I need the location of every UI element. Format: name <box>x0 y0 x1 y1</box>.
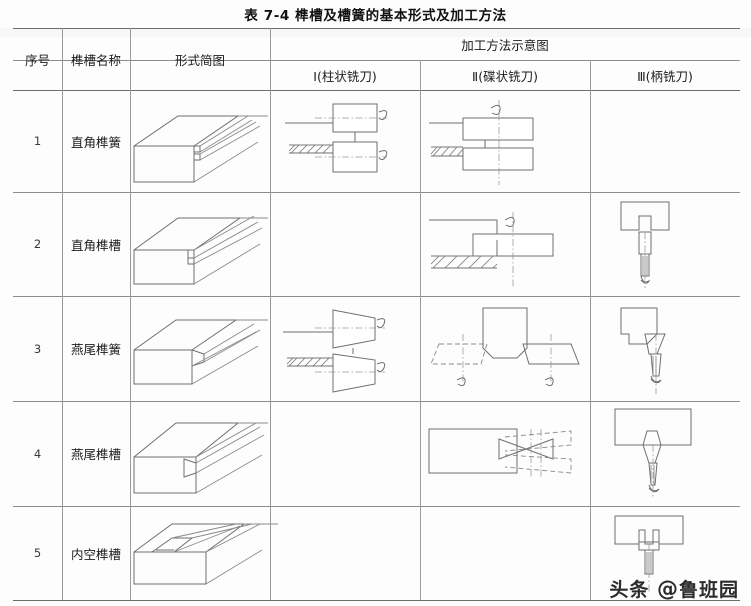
header-index: 序号 <box>24 52 50 68</box>
table-bottom-border <box>13 600 740 602</box>
col-rule-name <box>130 28 131 600</box>
header-method-2: Ⅱ(碟状铣刀) <box>472 68 538 84</box>
col-rule-method2 <box>590 60 591 600</box>
row-name-2: 直角榫槽 <box>70 237 121 253</box>
watermark: 头条 @鲁班园 <box>609 575 739 602</box>
shape-diagram-square-tongue <box>132 90 270 192</box>
row-rule-4 <box>13 506 740 507</box>
method-cell-empty-row1 <box>595 90 740 192</box>
method-diagram-end-mill-straight <box>595 192 740 296</box>
shape-diagram-dovetail-groove <box>132 401 270 506</box>
table-title: 表 7-4 榫槽及槽簧的基本形式及加工方法 <box>244 8 507 24</box>
method-cell-empty-row5-col2 <box>425 506 590 600</box>
method-diagram-disc-cutter-pair <box>425 90 590 192</box>
row-name-1: 直角榫簧 <box>70 134 121 150</box>
watermark-at-symbol: @ <box>656 577 679 601</box>
method-cell-empty-row4 <box>275 401 420 506</box>
method-diagram-taper-cutter-pair <box>275 296 420 401</box>
col-rule-method1 <box>420 60 421 600</box>
header-method-group: 加工方法示意图 <box>461 37 549 53</box>
method-diagram-tslot-cutter <box>595 506 740 600</box>
header-shape: 形式简图 <box>174 52 225 68</box>
table-top-border <box>13 28 740 30</box>
shape-diagram-dovetail-tongue <box>132 296 270 401</box>
method-cell-empty-row2 <box>275 192 420 296</box>
table-row: 5 <box>33 546 42 560</box>
shape-diagram-square-groove <box>132 192 270 296</box>
method-diagram-disc-cutter-single <box>425 192 590 296</box>
header-method-3: Ⅲ(柄铣刀) <box>637 68 693 84</box>
row-rule-1 <box>13 192 740 193</box>
table-row: 1 <box>33 134 42 148</box>
scan-artifact <box>0 28 751 37</box>
header-method-1: Ⅰ(柱状铣刀) <box>313 68 377 84</box>
method-diagram-dovetail-disc-cutter-pair <box>425 296 590 401</box>
row-name-4: 燕尾榫槽 <box>70 447 121 462</box>
header-bottom-border <box>13 90 740 92</box>
table-row: 3 <box>33 341 42 356</box>
method-diagram-dovetail-end-mill-groove <box>595 401 740 506</box>
table-row: 4 <box>33 446 42 461</box>
watermark-brand: 鲁班园 <box>678 579 739 601</box>
row-name-3: 燕尾榫簧 <box>70 342 121 357</box>
row-name-5: 内空榫槽 <box>70 546 121 562</box>
method-diagram-cylindrical-cutter-pair <box>275 90 420 192</box>
col-rule-shape <box>270 28 271 600</box>
table-row: 2 <box>33 237 42 251</box>
col-rule-index <box>62 28 63 600</box>
row-rule-3 <box>13 401 740 402</box>
method-diagram-dovetail-crossed-cutters <box>425 401 590 506</box>
method-cell-empty-row5-col1 <box>275 506 420 600</box>
header-split-rule <box>13 60 740 61</box>
technical-table: 序号 榫槽名称 形式简图 加工方法示意图 Ⅰ(柱状铣刀) Ⅱ(碟状铣刀) Ⅲ(柄… <box>13 28 740 602</box>
row-rule-2 <box>13 296 740 297</box>
header-name: 榫槽名称 <box>70 52 121 68</box>
shape-diagram-tslot <box>132 506 292 600</box>
watermark-prefix: 头条 <box>609 579 650 601</box>
method-diagram-dovetail-end-mill <box>595 296 740 401</box>
